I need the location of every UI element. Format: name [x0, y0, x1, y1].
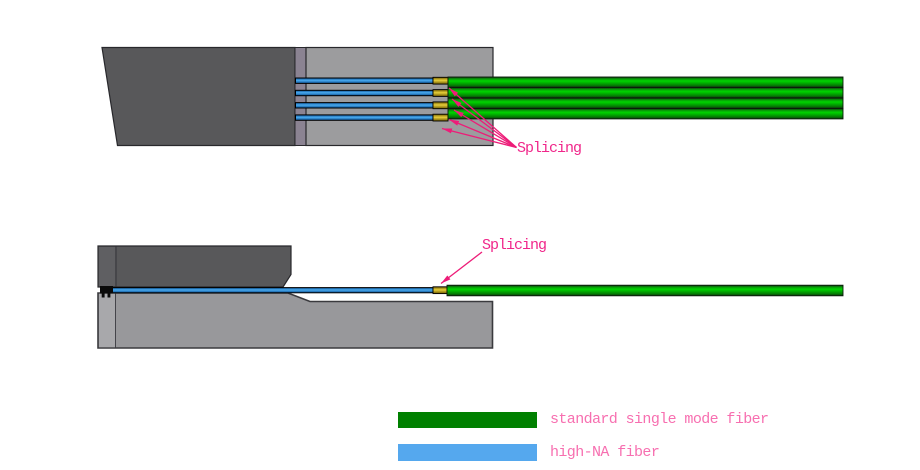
- high-na-fiber-side-view: [110, 287, 434, 294]
- splice-joint: [432, 89, 449, 97]
- splice-joint-side-view: [432, 286, 448, 295]
- splicing-label-side-view: Splicing: [482, 237, 547, 254]
- leader-arrow: [448, 87, 517, 148]
- standard-smf-fibers-top-view: [447, 76, 844, 120]
- standard-smf-fiber: [447, 87, 844, 99]
- high-na-fiber: [295, 102, 434, 109]
- fiber-clamp-mark: [100, 286, 113, 298]
- side-view: [97, 245, 844, 349]
- top-view: [101, 46, 844, 149]
- standard-smf-fiber: [447, 108, 844, 120]
- top-clamp-block-side-view: [97, 245, 292, 288]
- standard-smf-fiber-side-view: [446, 284, 844, 297]
- splicing-label-top-view: Splicing: [517, 140, 582, 157]
- leader-arrow-side-view: [440, 251, 483, 285]
- legend-swatch-high-na-fiber: [398, 444, 537, 461]
- standard-smf-fiber: [447, 76, 844, 88]
- legend-item-high-na-fiber: high-NA fiber: [398, 444, 660, 461]
- legend-label-standard-single-mode-fiber: standard single mode fiber: [550, 411, 769, 428]
- splicing-leader-lines-top-view: [441, 87, 517, 149]
- high-na-fiber: [295, 89, 434, 97]
- splice-joint: [432, 113, 449, 122]
- base-left-column: [99, 293, 115, 348]
- legend-label-high-na-fiber: high-NA fiber: [550, 444, 660, 461]
- high-na-fiber: [295, 77, 434, 84]
- ferrule-strip: [294, 47, 307, 146]
- high-na-fiber: [295, 114, 434, 121]
- standard-smf-fiber: [447, 97, 844, 109]
- legend-swatch-standard-single-mode-fiber: [398, 411, 537, 428]
- base-block-side-view: [97, 292, 494, 349]
- leader-arrow: [441, 127, 517, 149]
- top-clamp-left-column: [99, 247, 115, 286]
- glass-block-top-view: [101, 46, 296, 147]
- splice-joint: [432, 76, 449, 85]
- legend-item-standard-fiber: standard single mode fiber: [398, 411, 769, 428]
- splice-joint: [432, 101, 449, 110]
- leader-arrow: [453, 109, 517, 149]
- leader-arrow: [451, 98, 517, 149]
- leader-arrow: [448, 118, 517, 149]
